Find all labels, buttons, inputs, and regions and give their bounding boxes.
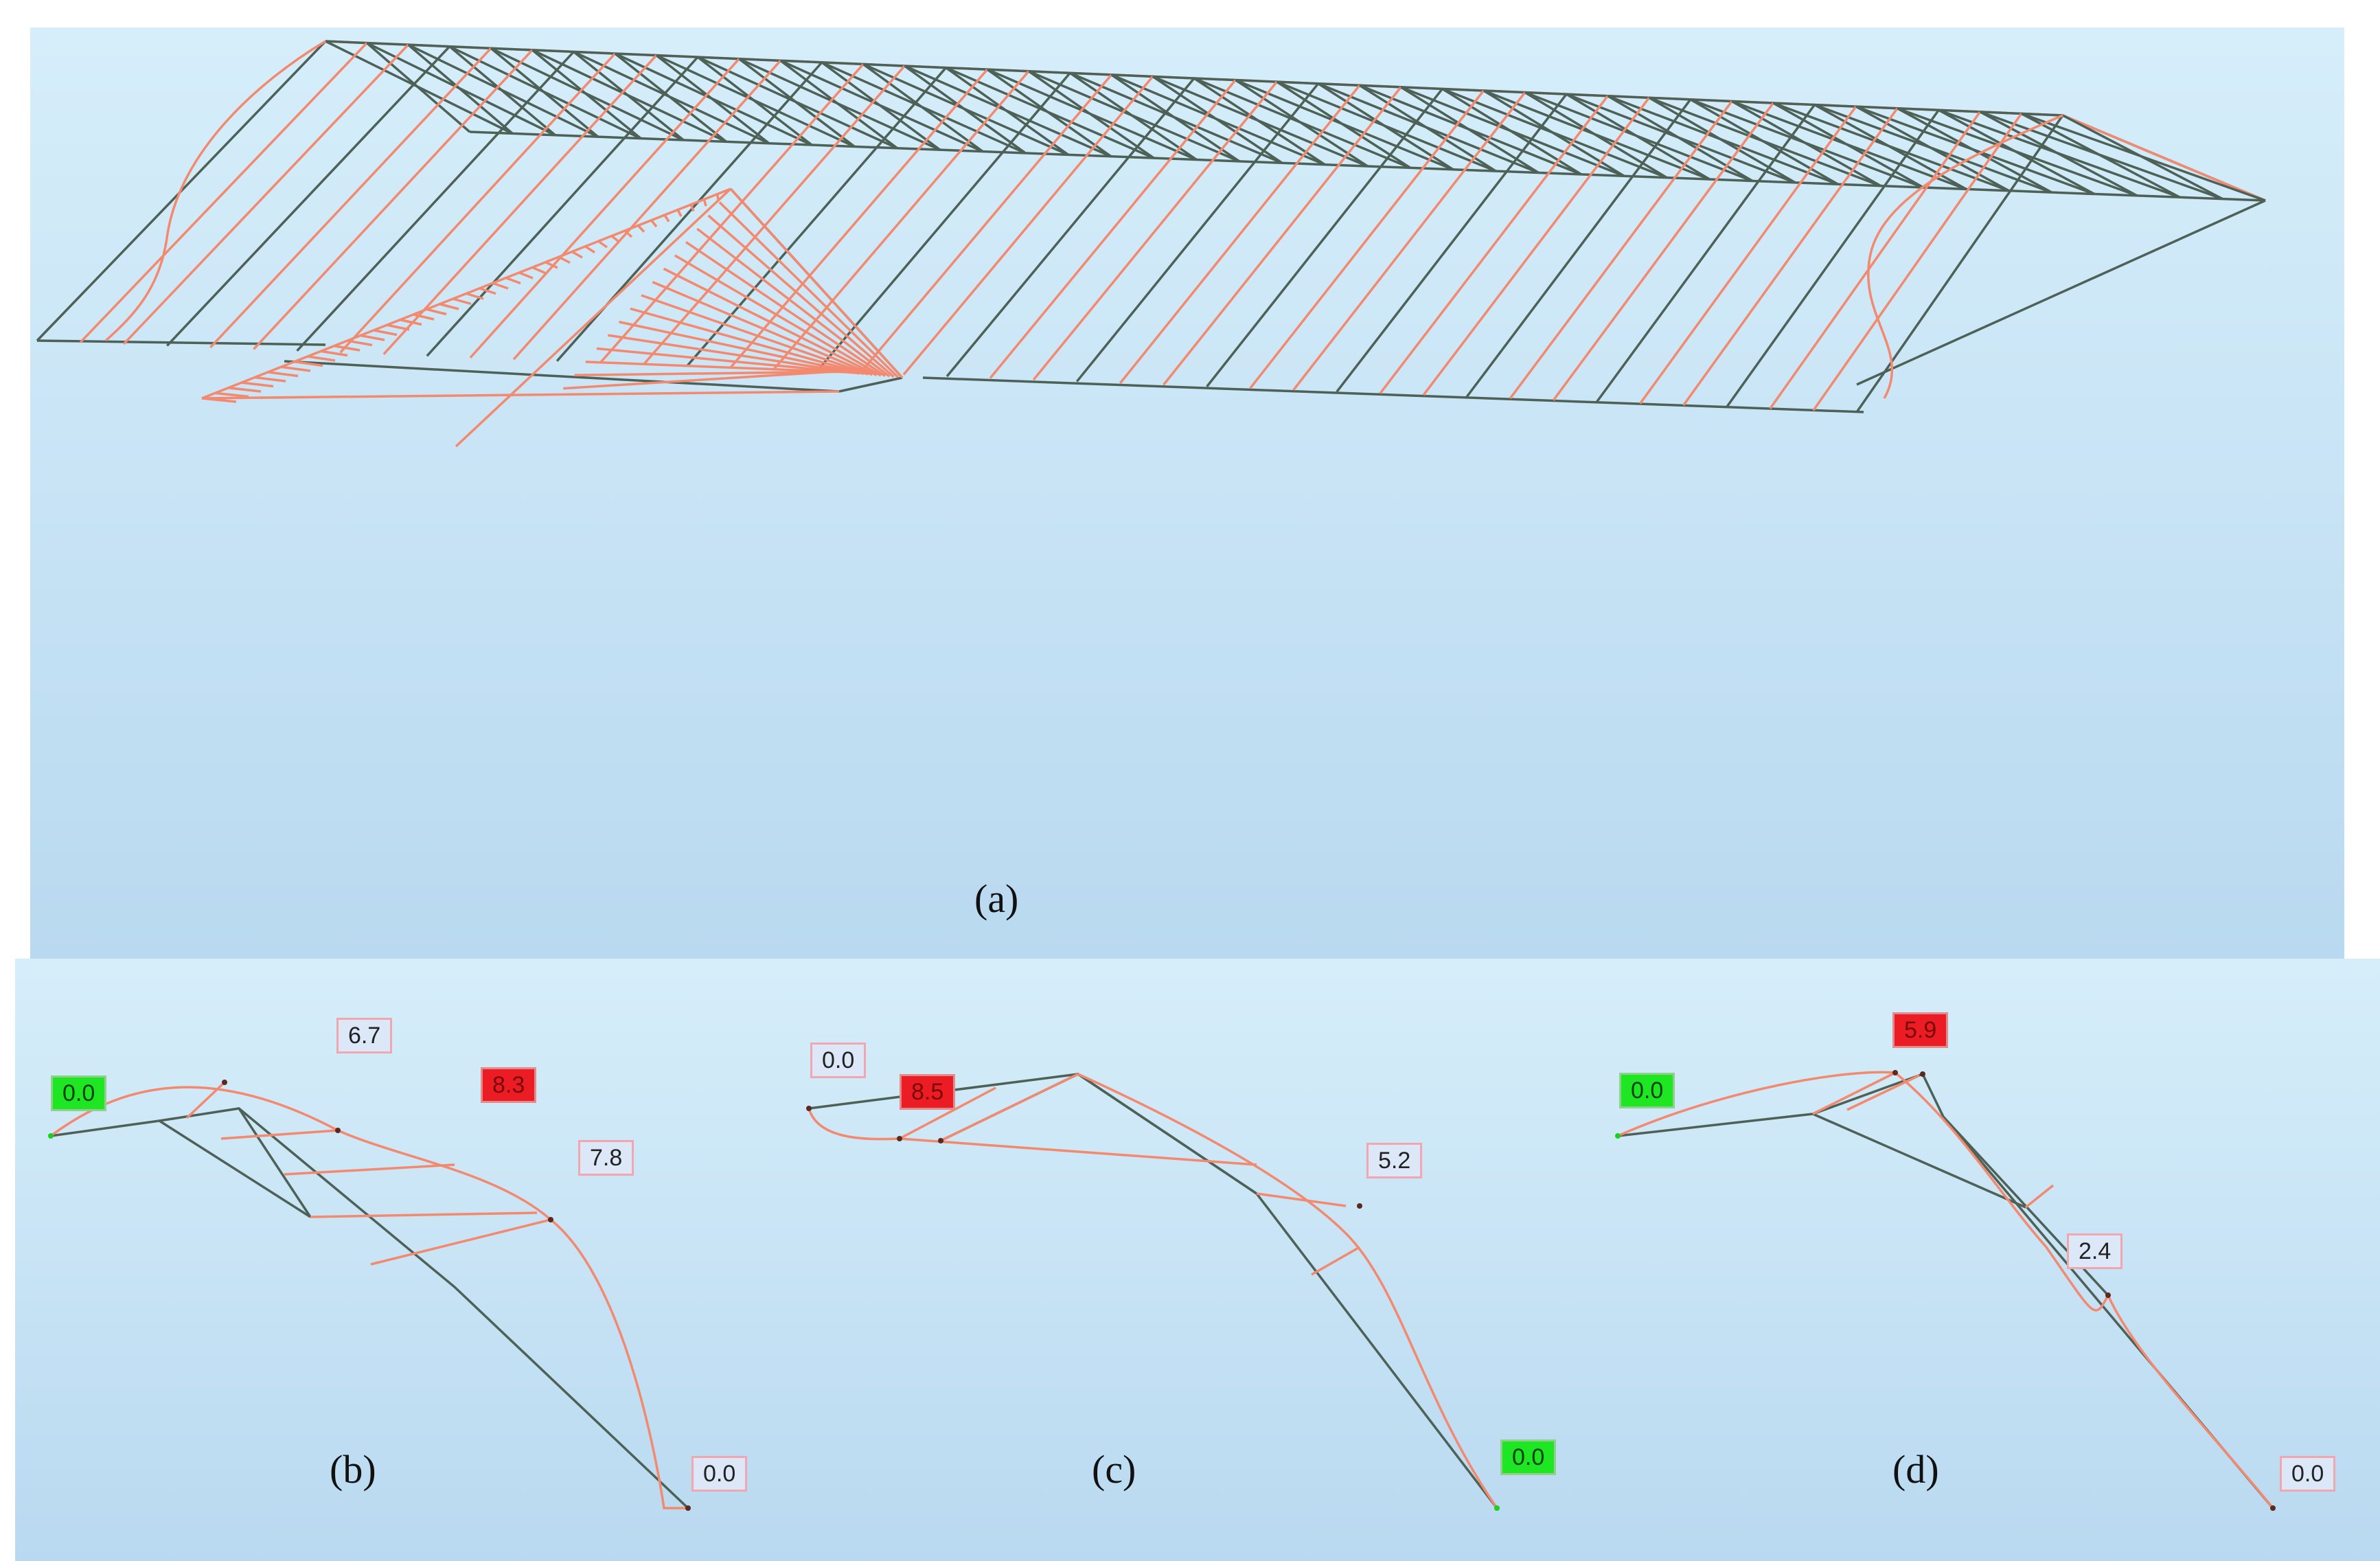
caption-b: (b) [330, 1447, 376, 1492]
value-tag: 6.7 [336, 1018, 393, 1053]
frame-b-drawing [49, 1081, 689, 1509]
node [685, 1505, 691, 1511]
node [335, 1128, 341, 1133]
node [222, 1080, 227, 1085]
value-tag: 0.0 [1619, 1073, 1675, 1108]
node [1892, 1070, 1898, 1075]
value-tag: 0.0 [51, 1075, 107, 1111]
value-tag: 2.4 [2067, 1233, 2123, 1269]
node [548, 1217, 553, 1222]
panel-a-roof-model: (a) [30, 27, 2344, 959]
node [2270, 1505, 2276, 1511]
node [1357, 1203, 1362, 1209]
max-value-tag: 8.5 [900, 1074, 956, 1110]
panel-c-deflection: 0.0 8.5 5.2 0.0 (c) [762, 959, 1572, 1561]
node [2105, 1292, 2111, 1298]
caption-d: (d) [1892, 1447, 1939, 1492]
value-tag: 0.0 [1500, 1439, 1557, 1475]
caption-c: (c) [1092, 1447, 1136, 1492]
node [1920, 1071, 1925, 1077]
node [897, 1136, 902, 1141]
node [938, 1138, 943, 1143]
node [1615, 1133, 1621, 1139]
frame-d-drawing [1617, 1071, 2274, 1509]
node [1494, 1505, 1500, 1511]
panel-d-deflection: 0.0 5.9 2.4 0.0 (d) [1572, 959, 2380, 1561]
panel-b-deflection: 0.0 6.7 8.3 7.8 0.0 (b) [15, 959, 762, 1561]
node [806, 1106, 812, 1111]
value-tag: 5.2 [1366, 1143, 1423, 1178]
max-value-tag: 8.3 [481, 1067, 537, 1103]
value-tag: 0.0 [810, 1042, 867, 1078]
caption-a: (a) [974, 876, 1019, 921]
max-value-tag: 5.9 [1892, 1012, 1949, 1048]
value-tag: 0.0 [691, 1456, 748, 1492]
node [48, 1133, 54, 1139]
value-tag: 0.0 [2280, 1456, 2336, 1492]
value-tag: 7.8 [578, 1140, 634, 1176]
roof-frame-drawing [36, 40, 2266, 448]
frame-c-drawing [808, 1073, 1498, 1509]
